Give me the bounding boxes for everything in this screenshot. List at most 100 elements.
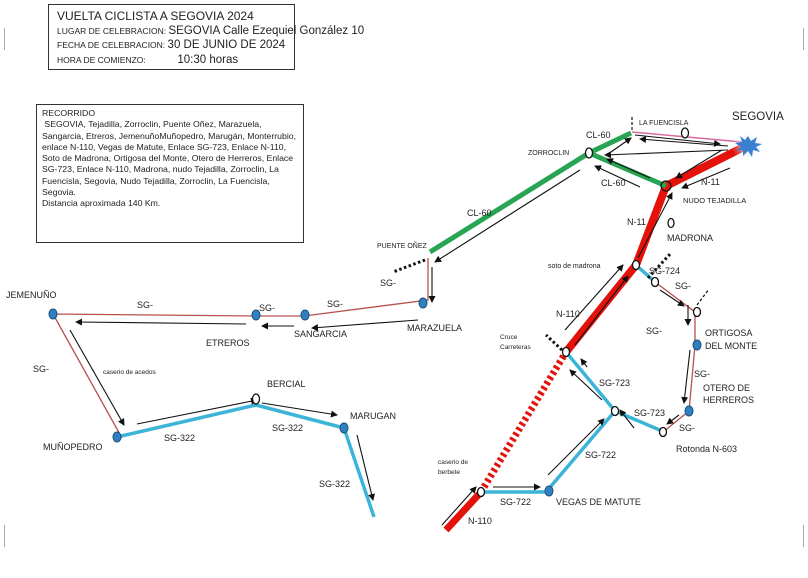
label-del-monte: DEL MONTE (705, 341, 757, 351)
arrow (75, 318, 247, 326)
date-row: FECHA DE CELEBRACION: 30 DE JUNIO DE 202… (57, 39, 294, 52)
road-sg-h: SG- (694, 369, 710, 379)
label-vegas-de-matute: VEGAS DE MATUTE (556, 497, 641, 507)
arrow (610, 137, 632, 153)
arrow (594, 165, 641, 188)
label-sangarcia: SANGARCIA (294, 329, 347, 339)
event-info-box: VUELTA CICLISTA A SEGOVIA 2024 LUGAR DE … (48, 4, 364, 70)
label-ortigosa: ORTIGOSA (705, 328, 752, 338)
road-n110-a: N-110 (556, 309, 580, 319)
node-bercial (251, 393, 261, 405)
road-sg722-b: SG-722 (500, 497, 531, 507)
crop-mark (803, 28, 808, 50)
start-time-label: HORA DE COMIENZO: (57, 55, 146, 65)
arrow (574, 275, 629, 346)
route-heading: RECORRIDO (42, 108, 96, 118)
label-herreros: HERREROS (703, 395, 754, 405)
dotted-road (696, 288, 710, 306)
event-title: VUELTA CICLISTA A SEGOVIA 2024 (57, 9, 254, 23)
arrow (637, 192, 673, 259)
direction-arrows (69, 134, 731, 526)
arrow (666, 414, 680, 425)
crop-mark (0, 28, 5, 50)
node-berbete (476, 486, 486, 498)
road-sg-b: SG- (327, 299, 343, 309)
node-sangarcia (300, 309, 310, 321)
arrow (356, 434, 375, 501)
label-zorroclin: ZORROCLIN (528, 150, 569, 157)
arrow (69, 329, 125, 426)
label-etreros: ETREROS (206, 338, 250, 348)
arrow (675, 149, 723, 179)
node-madrona (667, 217, 675, 229)
node-rotonda (658, 426, 668, 438)
arrow (681, 167, 731, 189)
arrow (311, 319, 419, 332)
road-sg-f: SG- (675, 281, 691, 291)
road-n11-b: N-11 (627, 217, 646, 227)
sg723-road (564, 350, 663, 433)
node-marazuela (418, 297, 428, 309)
label-caserio-de: caserio de (438, 459, 468, 466)
label-caserio-acedos: caserio de acedos (103, 369, 157, 376)
label-munopedro: MUÑOPEDRO (43, 442, 103, 452)
road-sg722-a: SG-722 (585, 450, 616, 460)
crop-mark (0, 525, 5, 547)
arrow (569, 369, 603, 401)
node-vegas-de-matute (544, 485, 554, 497)
segovia-star-icon (735, 136, 762, 157)
node-munopedro (112, 431, 122, 443)
date-label: FECHA DE CELEBRACION: (57, 40, 166, 50)
road-sg322-c: SG-322 (319, 479, 350, 489)
node-nudo-tejadilla (660, 180, 672, 192)
start-time-row: HORA DE COMIENZO: 10:30 horas (57, 52, 294, 69)
label-berbete: berbete (438, 469, 460, 476)
label-nudo-tejadilla: NUDO TEJADILLA (683, 196, 746, 205)
label-marugan: MARUGAN (350, 411, 396, 421)
n110-n11-road (562, 142, 748, 355)
label-marazuela: MARAZUELA (407, 323, 462, 333)
node-cruce (561, 346, 571, 358)
node-ortigosa (692, 339, 702, 351)
road-sg723-b: SG-723 (634, 408, 665, 418)
crop-mark (803, 525, 808, 547)
sg322-road (116, 403, 376, 518)
label-madrona: MADRONA (667, 233, 713, 243)
arrow (619, 409, 635, 429)
road-sg322-a: SG-322 (164, 433, 195, 443)
map-nodes (48, 127, 702, 498)
node-soto (631, 259, 641, 271)
node-otero (684, 405, 694, 417)
label-jemenuno: JEMENUÑO (6, 290, 57, 300)
road-cl60-c: CL-60 (467, 208, 492, 218)
label-puente-onez: PUENTE OÑEZ (377, 241, 428, 250)
route-description: SEGOVIA, Tejadilla, Zorroclin, Puente Oñ… (42, 119, 299, 198)
arrow (580, 358, 588, 368)
road-sg724: SG-724 (649, 266, 680, 276)
node-marugan (339, 422, 349, 434)
arrow (681, 349, 691, 404)
dotted-road (544, 333, 564, 352)
venue-value: SEGOVIA Calle Ezequiel González 10 (168, 25, 365, 37)
node-zorroclin (584, 147, 594, 159)
road-cl60-a: CL-60 (586, 130, 611, 140)
venue-label: LUGAR DE CELEBRACION: (57, 26, 167, 36)
arrow (441, 486, 477, 526)
node-la-fuencisla (680, 127, 690, 139)
road-n110-b: N-110 (468, 516, 492, 526)
arrow (136, 397, 258, 425)
road-sg-a: SG- (380, 278, 396, 288)
date-value: 30 DE JUNIO DE 2024 (167, 39, 286, 51)
road-sg-c: SG- (259, 303, 275, 313)
label-carreteras: Carreteras (500, 344, 531, 351)
dotted-road (392, 258, 426, 274)
road-cl60-b: CL-60 (601, 178, 626, 188)
label-bercial: BERCIAL (267, 379, 306, 389)
arrow (261, 402, 338, 418)
label-rotonda: Rotonda N-603 (676, 444, 737, 454)
node-jemenuno (48, 308, 58, 320)
label-cruce: Cruce (500, 334, 518, 341)
n110-dashed-road (478, 350, 569, 494)
node-sg723-junction (610, 405, 620, 417)
